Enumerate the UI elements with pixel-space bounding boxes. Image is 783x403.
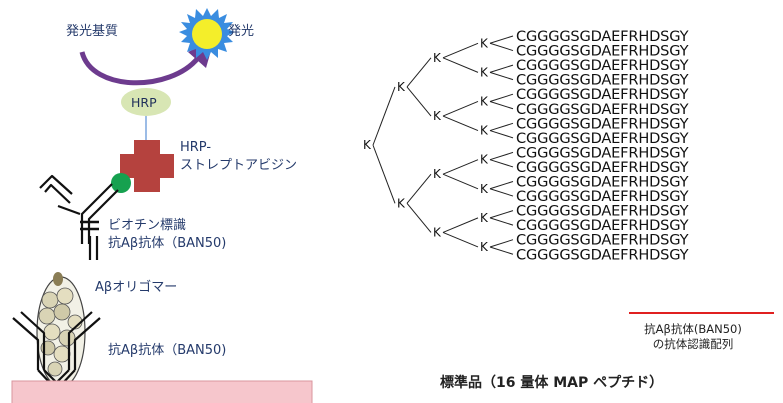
standard-title: 標準品（16 量体 MAP ペプチド）: [440, 375, 664, 391]
branch-line: [372, 144, 396, 204]
branch-line: [442, 42, 479, 59]
epitope-caption-line1: 抗Aβ抗体(BAN50): [644, 322, 742, 336]
branch-line: [489, 122, 514, 132]
reaction-arrow: [79, 51, 200, 86]
epitope-caption-line2: の抗体認識配列: [652, 337, 734, 351]
detection-antibody-shape: [39, 174, 119, 260]
lysine-node-l3-4: K: [433, 225, 442, 239]
hrp-ellipse: [121, 88, 171, 116]
branch-line: [489, 35, 514, 44]
branch-line: [442, 57, 479, 73]
lysine-node-root: K: [363, 138, 372, 152]
branch-line: [489, 181, 514, 190]
biotin-antibody-label-line2: 抗Aβ抗体（BAN50): [108, 236, 227, 251]
capture-antibody-label: 抗Aβ抗体（BAN50): [108, 343, 227, 358]
lysine-node-l2-2: K: [397, 196, 406, 210]
biotin-dot: [111, 173, 131, 193]
lysine-node-l3-1: K: [433, 51, 442, 65]
branch-line: [489, 188, 514, 197]
lysine-node-l4-4: K: [480, 124, 489, 138]
hrp-streptavidin-label-line1: HRP-: [180, 140, 212, 155]
branch-line: [489, 246, 514, 255]
branch-line: [406, 173, 432, 204]
branch-line: [489, 130, 514, 139]
oligomer-label: Aβオリゴマー: [95, 280, 178, 295]
peptide-sequence-5: CGGGGSGDAEFRHDSGY: [516, 86, 689, 103]
branch-line: [406, 203, 432, 233]
branch-line: [442, 173, 479, 190]
solid-phase-plate: [11, 380, 313, 403]
peptide-sequence-3: CGGGGSGDAEFRHDSGY: [516, 57, 689, 74]
biotin-antibody-label-line1: ビオチン標識: [108, 218, 187, 233]
peptide-sequence-6: CGGGGSGDAEFRHDSGY: [516, 101, 689, 118]
peptide-sequence-16: CGGGGSGDAEFRHDSGY: [516, 246, 689, 263]
peptide-sequence-4: CGGGGSGDAEFRHDSGY: [516, 72, 689, 89]
branch-line: [489, 217, 514, 226]
peptide-sequence-14: CGGGGSGDAEFRHDSGY: [516, 217, 689, 234]
lysine-node-l4-3: K: [480, 94, 489, 108]
peptide-sequence-8: CGGGGSGDAEFRHDSGY: [516, 130, 689, 147]
branch-line: [442, 115, 479, 132]
lysine-node-l3-3: K: [433, 167, 442, 181]
branch-line: [489, 210, 514, 219]
branch-line: [442, 217, 479, 233]
peptide-sequence-13: CGGGGSGDAEFRHDSGY: [516, 203, 689, 220]
lysine-node-l4-6: K: [480, 182, 489, 196]
peptide-sequence-9: CGGGGSGDAEFRHDSGY: [516, 144, 689, 161]
abeta-oligomer-shape: [36, 272, 86, 388]
branch-line: [489, 239, 514, 248]
peptide-sequence-7: CGGGGSGDAEFRHDSGY: [516, 115, 689, 132]
branch-line: [489, 64, 514, 73]
lysine-node-l4-1: K: [480, 36, 489, 50]
branch-line: [489, 151, 514, 161]
branch-line: [489, 93, 514, 102]
light-sun-icon: [179, 8, 235, 60]
peptide-sequence-11: CGGGGSGDAEFRHDSGY: [516, 174, 689, 191]
lysine-node-l4-7: K: [480, 211, 489, 225]
light-label: 発光: [228, 24, 255, 39]
branch-line: [406, 86, 432, 117]
lysine-node-l4-5: K: [480, 153, 489, 167]
branch-line: [442, 231, 479, 248]
peptide-sequence-15: CGGGGSGDAEFRHDSGY: [516, 232, 689, 249]
hrp-label: HRP: [131, 95, 157, 110]
substrate-label: 発光基質: [66, 24, 119, 39]
branch-line: [489, 159, 514, 168]
hrp-streptavidin-label-line2: ストレプトアビジン: [180, 158, 298, 173]
branch-line: [406, 57, 432, 88]
lysine-node-l4-2: K: [480, 65, 489, 79]
branch-line: [489, 42, 514, 52]
peptide-sequence-1: CGGGGSGDAEFRHDSGY: [516, 28, 689, 45]
peptide-sequence-12: CGGGGSGDAEFRHDSGY: [516, 188, 689, 205]
branch-line: [442, 101, 479, 117]
peptide-sequence-2: CGGGGSGDAEFRHDSGY: [516, 43, 689, 60]
lysine-node-l2-1: K: [397, 80, 406, 94]
branch-line: [489, 71, 514, 81]
branch-line: [489, 100, 514, 110]
lysine-node-l4-8: K: [480, 240, 489, 254]
streptavidin-cross-shape: [120, 140, 174, 192]
branch-line: [372, 86, 396, 146]
branch-line: [442, 159, 479, 175]
peptide-sequence-10: CGGGGSGDAEFRHDSGY: [516, 159, 689, 176]
lysine-node-l3-2: K: [433, 109, 442, 123]
